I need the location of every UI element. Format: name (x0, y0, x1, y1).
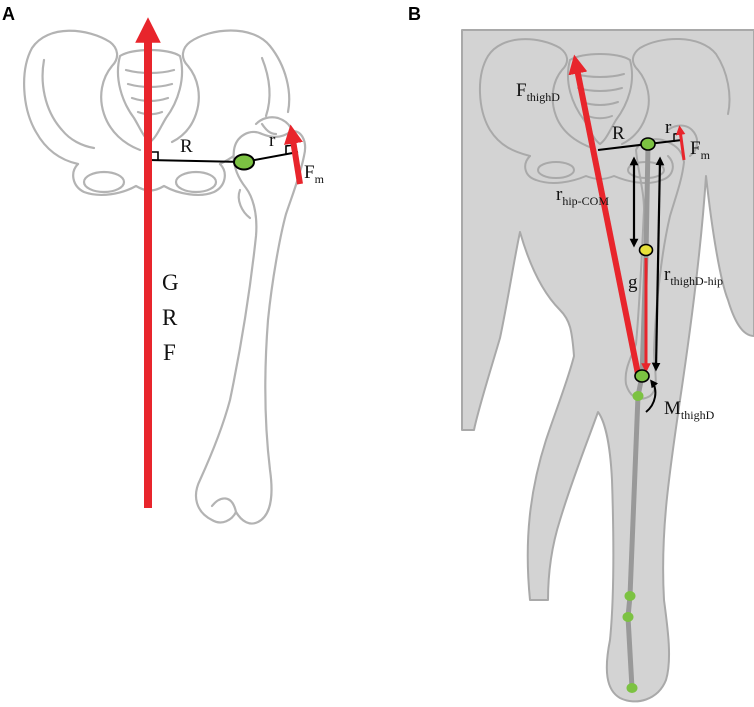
label-Fm: Fm (304, 162, 325, 186)
toe-marker (626, 683, 638, 693)
label-R: R (180, 136, 193, 157)
femur-outline (194, 130, 307, 525)
b-label-Fm: Fm (690, 138, 711, 162)
b-acetabulum (667, 124, 698, 157)
left-iliac-wing (23, 29, 142, 166)
right-wing-inner (260, 56, 271, 118)
muscle-force-arrow (284, 124, 303, 185)
right-iliac-wing (170, 29, 291, 144)
foot-marker (622, 612, 634, 622)
label-g: g (628, 272, 638, 293)
panel-a-letter: A (2, 4, 15, 24)
label-r: r (269, 130, 276, 151)
label-grf-F: F (163, 340, 176, 365)
thigh-force-arrow (568, 54, 641, 375)
label-grf-R: R (162, 305, 178, 330)
b-right-iliac (621, 38, 731, 145)
b-label-R: R (612, 123, 625, 144)
b-hip-joint-marker (640, 137, 656, 151)
thigh-com-marker (638, 243, 654, 257)
panel-b-letter: B (408, 4, 421, 24)
ankle-marker (624, 591, 636, 601)
left-obturator (82, 170, 126, 194)
hip-joint-marker (233, 153, 255, 171)
panel-b: B (408, 4, 754, 703)
moment-arm-R-line (147, 159, 245, 163)
femur-outline-b (624, 138, 685, 400)
b-muscle-force-arrow (675, 125, 686, 161)
left-wing-inner (41, 58, 96, 150)
label-m-thighd: MthighD (664, 398, 715, 422)
sacrum (116, 48, 184, 144)
label-r-hip-com: rhip-COM (556, 184, 609, 208)
lesser-trochanter (237, 188, 252, 220)
b-label-r: r (665, 117, 672, 138)
knee-joint-marker (634, 369, 650, 383)
femur-condyle-notch (210, 497, 238, 514)
acetabulum-lip (260, 122, 278, 136)
panel-a: A (2, 4, 325, 525)
r-thigh-hip-arrow (651, 156, 665, 372)
label-f-thighd: FthighD (516, 80, 560, 104)
b-left-iliac (478, 38, 593, 157)
label-grf-G: G (162, 270, 179, 295)
right-obturator (174, 170, 218, 194)
b-sacrum (566, 53, 634, 145)
b-sacrum-ridges (575, 73, 625, 120)
b-left-obturator (537, 161, 575, 179)
label-r-thighd-hip: rthighD-hip (664, 264, 723, 288)
body-silhouette (461, 29, 754, 703)
shank-top-marker (632, 391, 644, 401)
b-moment-arm-R-line (597, 143, 649, 151)
moment-arrow (645, 379, 659, 413)
femur-illustration (194, 130, 307, 525)
